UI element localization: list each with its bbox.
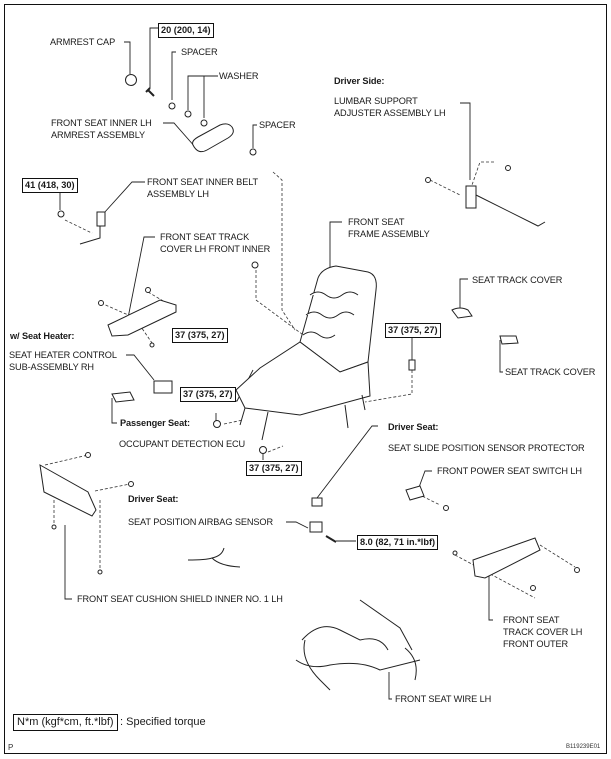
airbag-sensor-bolt-part bbox=[325, 535, 337, 543]
label-lumbar-line2: ADJUSTER ASSEMBLY LH bbox=[334, 108, 446, 118]
leader-armrest-assembly bbox=[163, 122, 197, 149]
label-seat-heater-condition: w/ Seat Heater: bbox=[10, 331, 75, 341]
leader-slide-protector bbox=[316, 425, 378, 499]
label-track-outer-line2: TRACK COVER LH bbox=[503, 627, 583, 637]
track-cover-outer-part bbox=[472, 537, 541, 579]
bolt-rear-left bbox=[251, 261, 259, 269]
sensor-harness-part bbox=[187, 547, 241, 568]
leader-armrest-cap bbox=[124, 41, 131, 74]
washer-part-2 bbox=[200, 119, 208, 127]
leader-spacer-top bbox=[171, 51, 176, 100]
label-spacer-top: SPACER bbox=[181, 47, 218, 57]
seat-track-cover-part-2 bbox=[499, 335, 519, 345]
label-armrest-cap: ARMREST CAP bbox=[50, 37, 116, 47]
label-slide-sensor-protector: SEAT SLIDE POSITION SENSOR PROTECTOR bbox=[388, 443, 585, 453]
washer-part-1 bbox=[184, 110, 192, 118]
label-track-outer-line1: FRONT SEAT bbox=[503, 615, 560, 625]
leader-spacer-mid bbox=[252, 124, 257, 148]
track-cover-inner-part bbox=[107, 299, 177, 337]
label-seat-wire: FRONT SEAT WIRE LH bbox=[395, 694, 492, 704]
armrest-cap-part bbox=[125, 74, 137, 86]
belt-buckle-part bbox=[79, 211, 106, 245]
label-cushion-shield: FRONT SEAT CUSHION SHIELD INNER NO. 1 LH bbox=[77, 594, 283, 604]
label-armrest-assembly-line2: ARMREST ASSEMBLY bbox=[51, 130, 146, 140]
label-spacer-mid: SPACER bbox=[259, 120, 296, 130]
seat-track-cover-part-1 bbox=[451, 307, 473, 319]
label-heater-line2: SUB-ASSEMBLY RH bbox=[9, 362, 94, 372]
spacer-mid-part bbox=[249, 148, 257, 156]
label-frame-line1: FRONT SEAT bbox=[348, 217, 405, 227]
leader-belt bbox=[103, 181, 145, 214]
leader-ecu bbox=[111, 398, 117, 424]
legend-torque-unit-box: N*m (kgf*cm, ft.*lbf) bbox=[13, 714, 118, 731]
label-belt-line2: ASSEMBLY LH bbox=[147, 189, 209, 199]
armrest-part bbox=[192, 123, 234, 153]
bolt-front-left bbox=[213, 420, 221, 428]
label-lumbar-line1: LUMBAR SUPPORT bbox=[334, 96, 418, 106]
seat-frame-cushion bbox=[235, 341, 371, 416]
label-track-outer-line3: FRONT OUTER bbox=[503, 639, 569, 649]
slide-sensor-protector-part bbox=[311, 497, 323, 507]
leader-frame bbox=[329, 221, 342, 268]
leader-lumbar bbox=[460, 102, 471, 180]
diagram-frame bbox=[4, 4, 607, 754]
seat-wire-part bbox=[295, 599, 421, 691]
armrest-bolt-part bbox=[145, 87, 155, 97]
torque-armrest-bolt: 20 (200, 14) bbox=[158, 23, 214, 38]
label-occupant-ecu: OCCUPANT DETECTION ECU bbox=[119, 439, 246, 449]
belt-nut-part bbox=[57, 210, 65, 218]
torque-frame-bolt-rear-left: 37 (375, 27) bbox=[172, 328, 228, 343]
leader-airbag-sensor bbox=[286, 521, 309, 529]
heater-control-part bbox=[153, 380, 173, 394]
figure-id: B119239E01 bbox=[566, 744, 601, 750]
legend-description: : Specified torque bbox=[120, 716, 206, 728]
power-seat-switch-part bbox=[405, 485, 425, 501]
torque-frame-bolt-rear-right: 37 (375, 27) bbox=[385, 323, 441, 338]
leader-wire bbox=[388, 672, 392, 700]
label-driver-side: Driver Side: bbox=[334, 76, 385, 86]
torque-frame-bolt-front-bottom: 37 (375, 27) bbox=[246, 461, 302, 476]
label-driver-seat-1: Driver Seat: bbox=[388, 422, 439, 432]
label-power-seat-switch: FRONT POWER SEAT SWITCH LH bbox=[437, 466, 582, 476]
label-frame-line2: FRAME ASSEMBLY bbox=[348, 229, 430, 239]
leader-heater bbox=[126, 354, 155, 381]
leader-power-switch bbox=[417, 470, 432, 491]
spacer-top-part bbox=[168, 102, 176, 110]
bolt-front-bottom bbox=[259, 446, 267, 454]
leader-track-outer bbox=[488, 574, 493, 621]
leader-armrest-bolt bbox=[149, 27, 158, 88]
leader-seat-track-cover-2 bbox=[499, 340, 503, 373]
torque-frame-bolt-front-left: 37 (375, 27) bbox=[180, 387, 236, 402]
leader-cushion bbox=[64, 525, 72, 600]
airbag-sensor-part bbox=[309, 521, 323, 533]
torque-airbag-sensor-bolt: 8.0 (82, 71 in.*lbf) bbox=[357, 535, 439, 550]
label-airbag-sensor: SEAT POSITION AIRBAG SENSOR bbox=[128, 517, 274, 527]
torque-belt-nut: 41 (418, 30) bbox=[22, 178, 78, 193]
corner-mark: P bbox=[8, 743, 14, 752]
label-armrest-assembly-line1: FRONT SEAT INNER LH bbox=[51, 118, 152, 128]
label-passenger-seat: Passenger Seat: bbox=[120, 418, 190, 428]
label-track-inner-line1: FRONT SEAT TRACK bbox=[160, 232, 250, 242]
occupant-ecu-part bbox=[111, 391, 135, 403]
label-heater-line1: SEAT HEATER CONTROL bbox=[9, 350, 117, 360]
label-track-inner-line2: COVER LH FRONT INNER bbox=[160, 244, 271, 254]
label-driver-seat-2: Driver Seat: bbox=[128, 494, 179, 504]
label-belt-line1: FRONT SEAT INNER BELT bbox=[147, 177, 259, 187]
leader-track-inner bbox=[127, 236, 155, 319]
label-seat-track-cover-1: SEAT TRACK COVER bbox=[472, 275, 563, 285]
label-washer: WASHER bbox=[219, 71, 259, 81]
label-seat-track-cover-2: SEAT TRACK COVER bbox=[505, 367, 596, 377]
cushion-shield-part bbox=[39, 464, 97, 517]
lumbar-adjuster-part bbox=[465, 185, 546, 227]
bolt-rear-right bbox=[408, 359, 416, 371]
leader-seat-track-cover-1 bbox=[459, 278, 468, 308]
leader-washer bbox=[187, 75, 218, 118]
